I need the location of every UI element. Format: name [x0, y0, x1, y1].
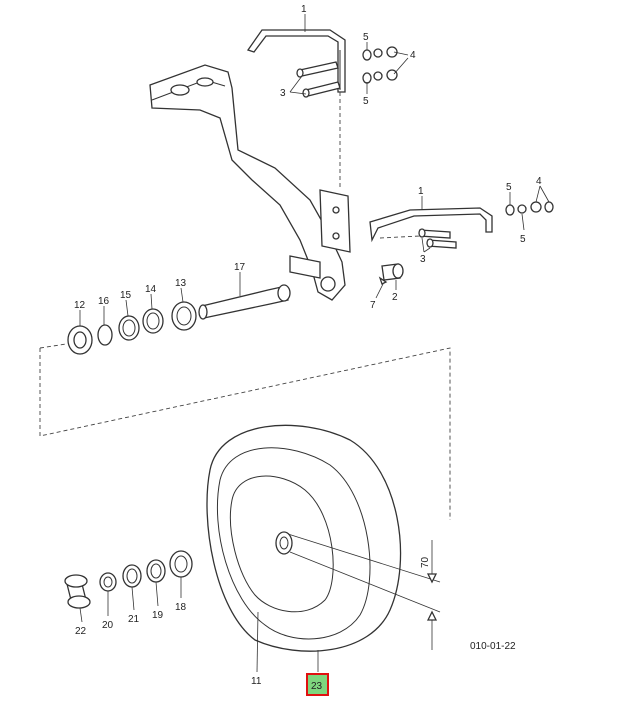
callout-14: 14: [145, 284, 157, 295]
callout-leaders: [79, 14, 550, 673]
callout-23[interactable]: 23: [311, 681, 323, 692]
callout-13: 13: [175, 278, 187, 289]
wheel-assembly: [206, 424, 402, 652]
dimension-70-label: 70: [420, 556, 431, 568]
drawing-code: 010-01-22: [470, 641, 516, 652]
upper-bracket: [246, 29, 346, 93]
callout-17: 17: [234, 262, 246, 273]
spindle-part-17: [198, 284, 291, 320]
callout-18: 18: [175, 602, 187, 613]
callout-20: 20: [102, 620, 114, 631]
callout-3-right: 3: [420, 254, 426, 265]
callout-1-top: 1: [301, 4, 307, 15]
callout-5-top: 5: [363, 32, 369, 43]
callout-16: 16: [98, 296, 110, 307]
callout-5-right: 5: [506, 182, 512, 193]
callout-labels: 1 5 4 3 5 1 5 4 3 5 17 7 2 12 16 15 14 1…: [74, 4, 542, 687]
dimension-70: [287, 533, 441, 650]
fork-arm: [149, 64, 351, 301]
callout-4-top: 4: [410, 50, 416, 61]
callout-2: 2: [392, 292, 398, 303]
callout-21: 21: [128, 614, 140, 625]
upper-bearing-set: [67, 301, 197, 355]
upper-washers-nuts: [362, 46, 398, 84]
highlighted-callout-23[interactable]: 23: [306, 673, 329, 696]
callout-7: 7: [370, 300, 376, 311]
callout-1-right: 1: [418, 186, 424, 197]
callout-5-right-lower: 5: [520, 234, 526, 245]
callout-19: 19: [152, 610, 164, 621]
callout-4-right: 4: [536, 176, 542, 187]
explosion-guide-lines: [39, 92, 451, 520]
callout-15: 15: [120, 290, 132, 301]
right-bracket: [369, 201, 554, 249]
grease-bolt-part-2: [375, 263, 404, 299]
upper-bolts-part-3: [296, 61, 341, 98]
lower-bearing-set: [64, 550, 193, 609]
callout-5-top-lower: 5: [363, 96, 369, 107]
callout-12: 12: [74, 300, 86, 311]
callout-3-top: 3: [280, 88, 286, 99]
highlight-box[interactable]: [306, 673, 329, 696]
callout-11: 11: [251, 676, 262, 687]
callout-22: 22: [75, 626, 87, 637]
